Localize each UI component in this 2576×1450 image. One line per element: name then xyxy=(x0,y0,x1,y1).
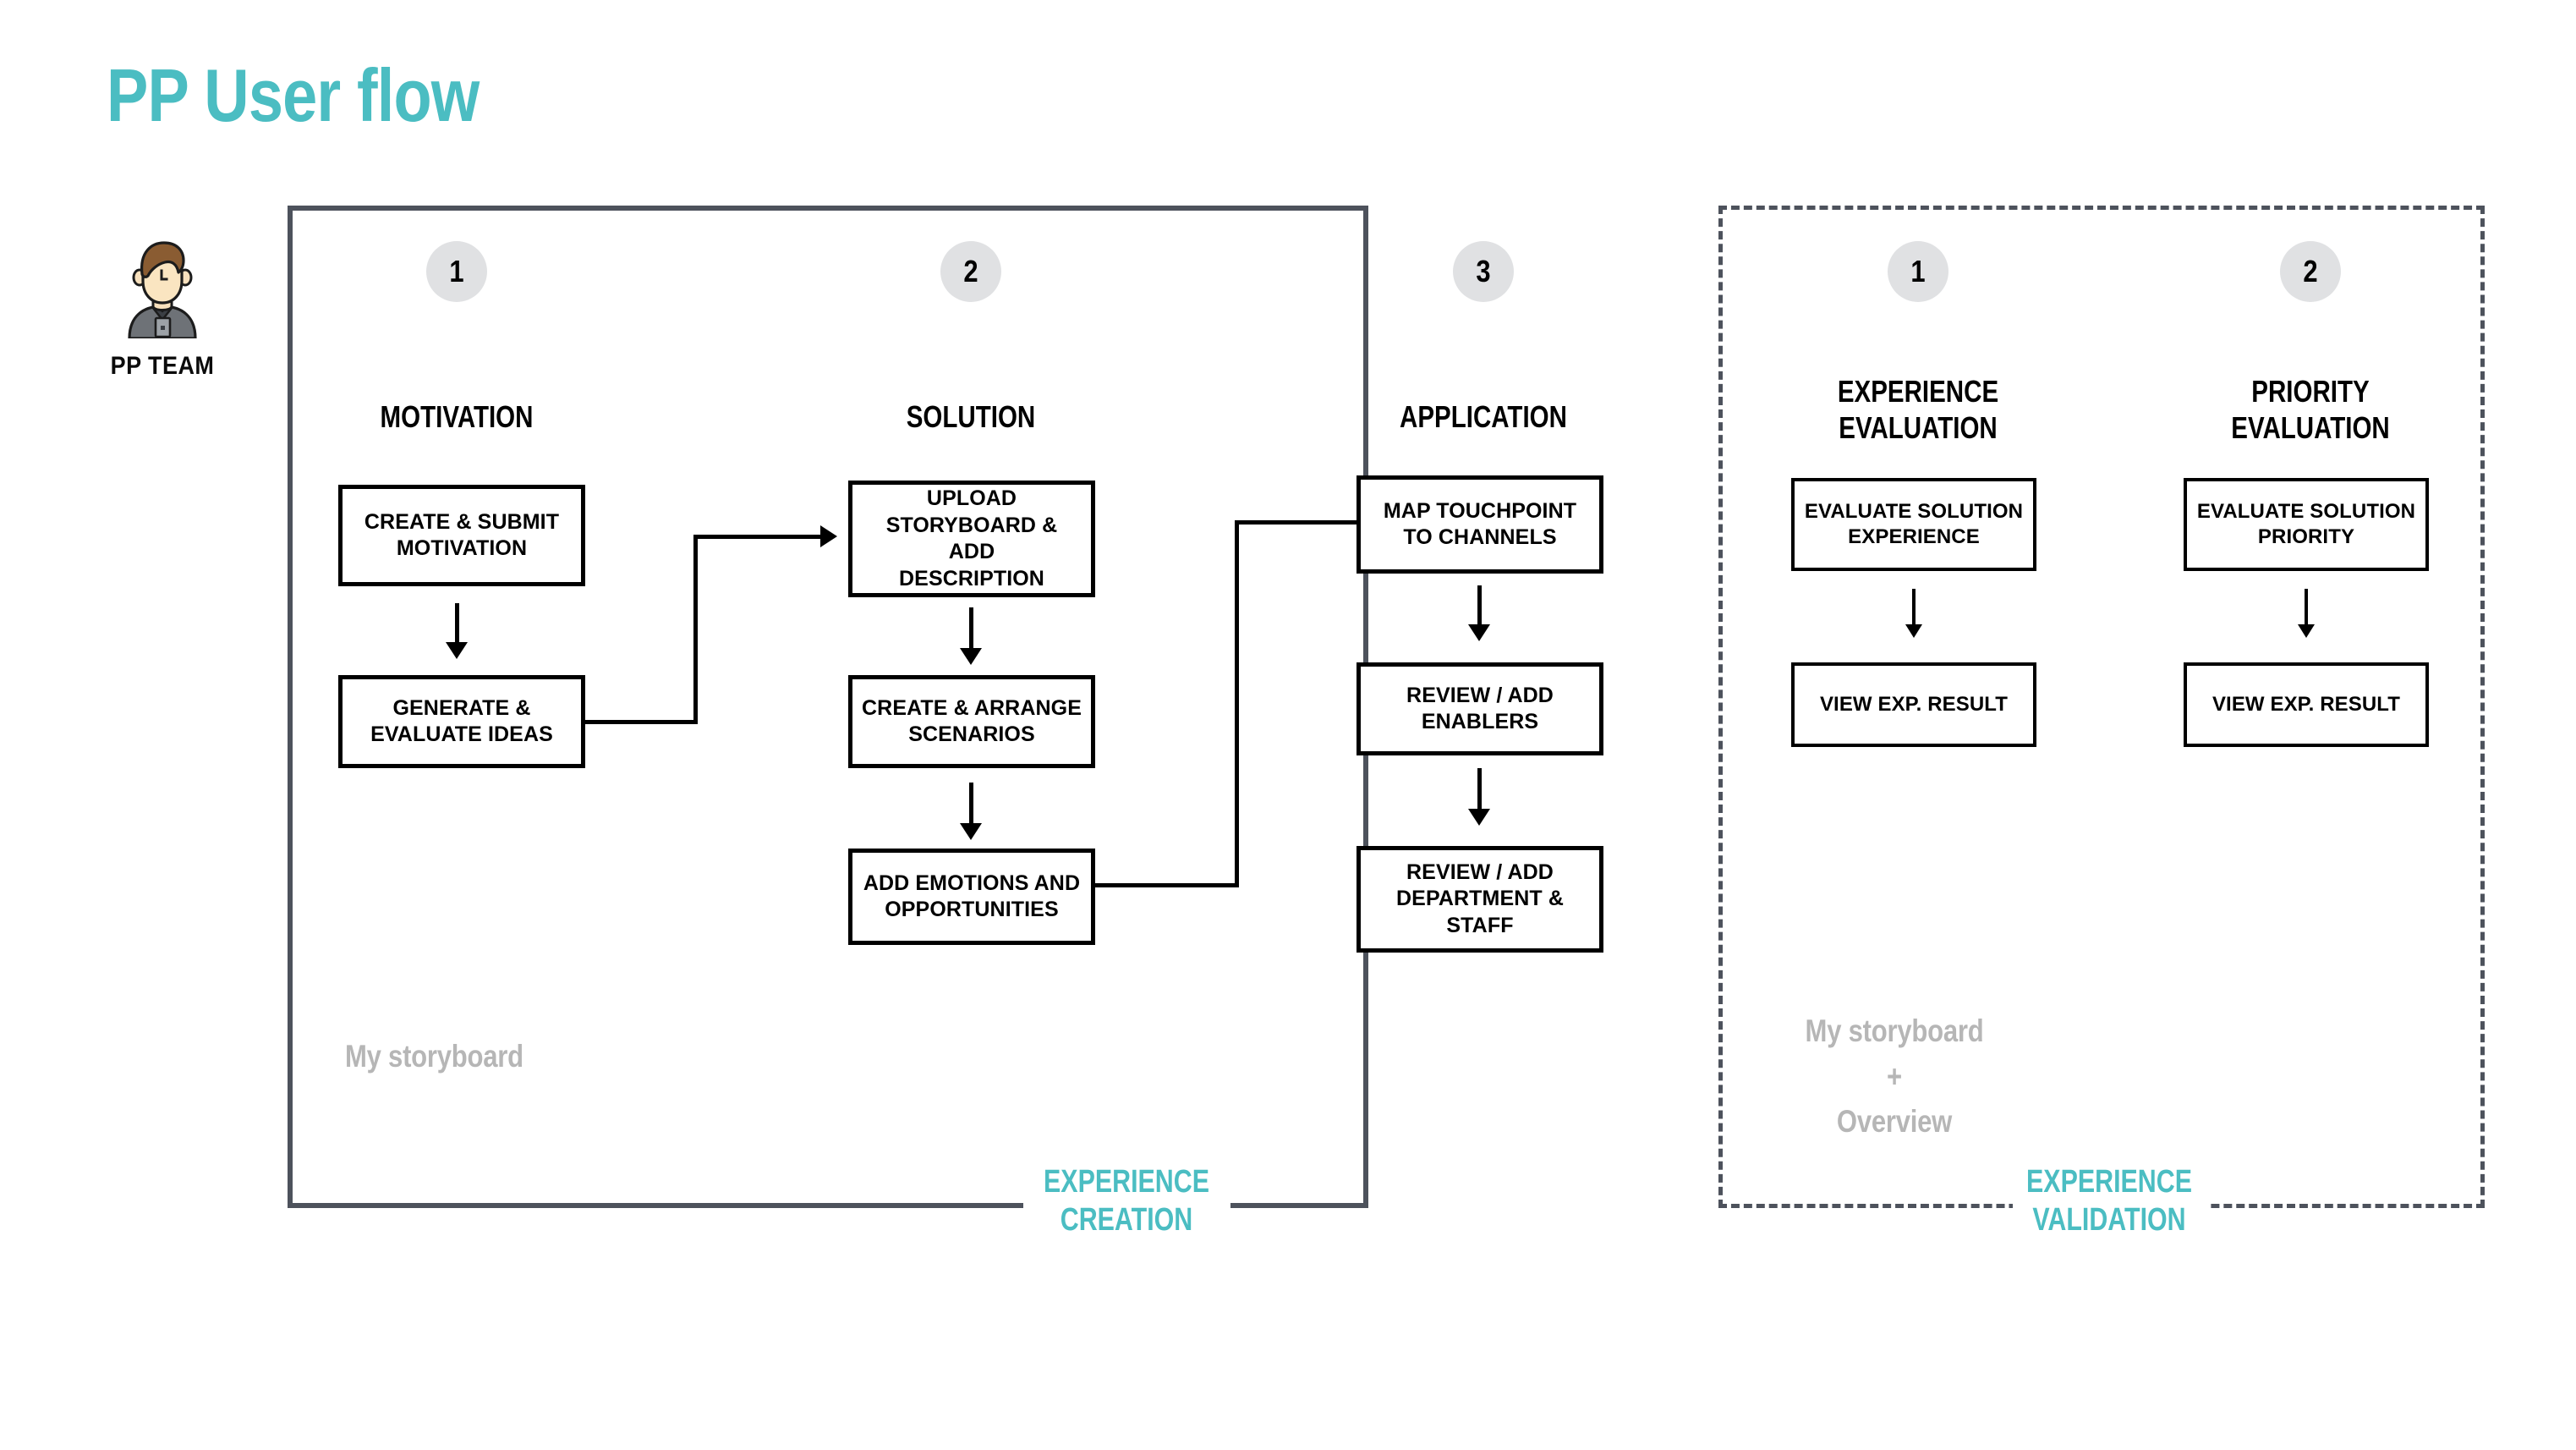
phase-caption-experience-validation: EXPERIENCE VALIDATION xyxy=(2026,1164,2192,1238)
caption-notch-validation xyxy=(2013,1191,2207,1220)
arrow-down-validation-1 xyxy=(1912,589,1916,626)
arrow-head-application-2 xyxy=(1468,809,1490,826)
arrow-down-solution-2 xyxy=(969,783,973,825)
process-box-evaluate-solution-experience[interactable]: EVALUATE SOLUTION EXPERIENCE xyxy=(1791,478,2036,571)
step-number: 2 xyxy=(2303,254,2318,288)
column-heading-experience-evaluation: EXPERIENCE EVALUATION xyxy=(1837,374,1999,445)
step-circle-1-motivation: 1 xyxy=(426,241,487,302)
column-heading-priority-evaluation: PRIORITY EVALUATION xyxy=(2231,374,2390,445)
connector-col2-col3-h1 xyxy=(1095,883,1239,887)
process-box-review-add-enablers[interactable]: REVIEW / ADD ENABLERS xyxy=(1357,662,1603,755)
page-title: PP User flow xyxy=(107,53,480,137)
process-box-evaluate-solution-priority[interactable]: EVALUATE SOLUTION PRIORITY xyxy=(2184,478,2429,571)
column-heading-application: APPLICATION xyxy=(1400,399,1567,435)
ghost-label-my-storyboard: My storyboard xyxy=(345,1039,523,1074)
process-box-create-submit-motivation[interactable]: CREATE & SUBMIT MOTIVATION xyxy=(338,485,585,586)
arrow-head-col1-col2 xyxy=(820,525,837,547)
user-avatar-icon xyxy=(116,239,209,340)
arrow-head-motivation-1 xyxy=(446,642,468,659)
step-circle-3-application: 3 xyxy=(1453,241,1514,302)
arrow-down-application-1 xyxy=(1477,585,1482,626)
arrow-head-application-1 xyxy=(1468,624,1490,641)
step-circle-2-solution: 2 xyxy=(940,241,1001,302)
step-number: 2 xyxy=(963,254,978,288)
process-box-view-exp-result-experience[interactable]: VIEW EXP. RESULT xyxy=(1791,662,2036,747)
connector-col1-col2-h1 xyxy=(585,720,698,724)
connector-col2-col3-v xyxy=(1235,520,1239,887)
step-number: 1 xyxy=(1910,254,1926,288)
process-box-generate-evaluate-ideas[interactable]: GENERATE & EVALUATE IDEAS xyxy=(338,675,585,768)
connector-col1-col2-h2 xyxy=(693,535,822,539)
process-box-create-arrange-scenarios[interactable]: CREATE & ARRANGE SCENARIOS xyxy=(848,675,1095,768)
process-box-map-touchpoint-channels[interactable]: MAP TOUCHPOINT TO CHANNELS xyxy=(1357,475,1603,574)
process-box-review-add-department-staff[interactable]: REVIEW / ADD DEPARTMENT & STAFF xyxy=(1357,846,1603,953)
arrow-down-validation-2 xyxy=(2305,589,2308,626)
arrow-head-solution-2 xyxy=(960,823,982,840)
persona-label: PP TEAM xyxy=(110,352,215,380)
caption-notch-creation xyxy=(1023,1196,1230,1220)
column-heading-motivation: MOTIVATION xyxy=(380,399,534,435)
process-box-view-exp-result-priority[interactable]: VIEW EXP. RESULT xyxy=(2184,662,2429,747)
arrow-down-motivation-1 xyxy=(455,603,459,644)
arrow-head-solution-1 xyxy=(960,648,982,665)
arrow-down-solution-1 xyxy=(969,607,973,650)
process-box-upload-storyboard[interactable]: UPLOAD STORYBOARD & ADD DESCRIPTION xyxy=(848,481,1095,597)
process-box-add-emotions-opportunities[interactable]: ADD EMOTIONS AND OPPORTUNITIES xyxy=(848,849,1095,945)
step-circle-2-priority-evaluation: 2 xyxy=(2280,241,2341,302)
arrow-down-application-2 xyxy=(1477,768,1482,810)
arrow-head-validation-2 xyxy=(2298,624,2315,638)
arrow-head-validation-1 xyxy=(1905,624,1922,638)
step-number: 3 xyxy=(1476,254,1491,288)
column-heading-solution: SOLUTION xyxy=(906,399,1036,435)
ghost-label-storyboard-overview: My storyboard + Overview xyxy=(1805,1013,1984,1140)
persona-block: PP TEAM xyxy=(95,239,230,381)
connector-col1-col2-v xyxy=(693,535,698,724)
connector-col2-col3-h2 xyxy=(1235,520,1357,525)
step-circle-1-experience-evaluation: 1 xyxy=(1888,241,1948,302)
step-number: 1 xyxy=(449,254,464,288)
phase-caption-experience-creation: EXPERIENCE CREATION xyxy=(1044,1164,1209,1238)
